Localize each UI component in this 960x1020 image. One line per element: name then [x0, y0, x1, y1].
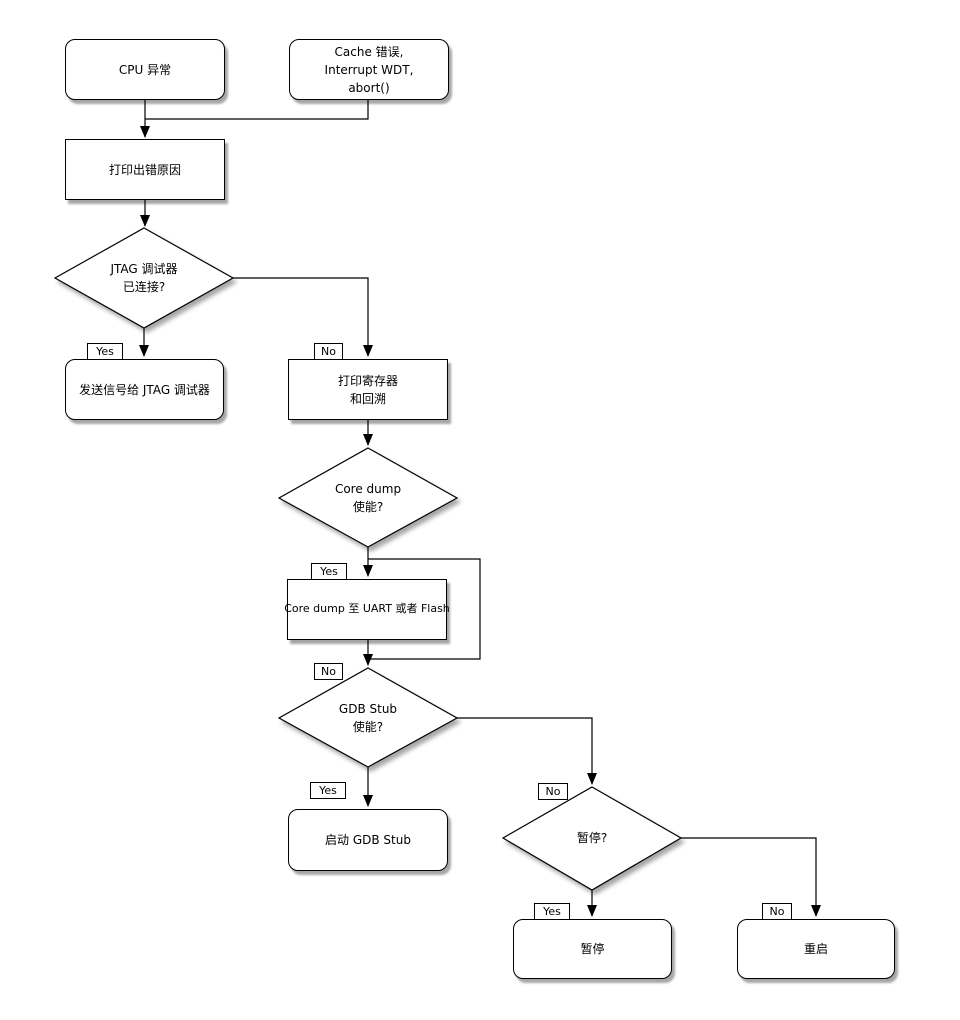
- decision-jtag-connected-label: JTAG 调试器 已连接?: [110, 262, 178, 294]
- node-print-registers: 打印寄存器 和回溯: [288, 359, 448, 420]
- decision-diamonds: [53, 227, 683, 891]
- edge-label-coredump-no: No: [314, 663, 343, 680]
- edge-gdb-no: [457, 717, 597, 785]
- edge-coredump-no-bypass: [368, 558, 481, 660]
- decision-halt-question: [501, 786, 683, 891]
- decision-coredump-enabled-label: Core dump 使能?: [334, 482, 402, 514]
- edge-label-jtag-no: No: [314, 343, 343, 360]
- edge-label-halt-yes: Yes: [534, 903, 570, 920]
- node-send-signal-jtag: 发送信号给 JTAG 调试器: [65, 359, 224, 420]
- node-cpu-exception: CPU 异常: [65, 39, 225, 100]
- decision-jtag-connected: [53, 227, 235, 329]
- node-halt: 暂停: [513, 919, 672, 979]
- node-reboot: 重启: [737, 919, 895, 979]
- node-coredump-dest: Core dump 至 UART 或者 Flash: [284, 579, 450, 640]
- decision-coredump-enabled: [277, 447, 459, 548]
- edge-label-gdb-yes: Yes: [310, 782, 346, 799]
- node-print-cause: 打印出错原因: [65, 139, 225, 200]
- edge-label-coredump-yes: Yes: [311, 563, 347, 580]
- edge-jtag-no: [233, 277, 373, 357]
- edge-label-halt-no: No: [762, 903, 792, 920]
- node-start-gdbstub: 启动 GDB Stub: [288, 809, 448, 871]
- edge-label-jtag-yes: Yes: [87, 343, 123, 360]
- node-cache-error: Cache 错误, Interrupt WDT, abort(): [289, 39, 449, 100]
- decision-gdbstub-enabled: [277, 667, 459, 768]
- edge-cache-merge: [145, 100, 369, 120]
- decision-gdbstub-enabled-label: GDB Stub 使能?: [338, 702, 398, 734]
- decision-halt-question-label: 暂停?: [576, 831, 608, 845]
- edge-label-gdb-no: No: [538, 783, 568, 800]
- edge-halt-no: [681, 837, 821, 917]
- edges: [139, 100, 821, 917]
